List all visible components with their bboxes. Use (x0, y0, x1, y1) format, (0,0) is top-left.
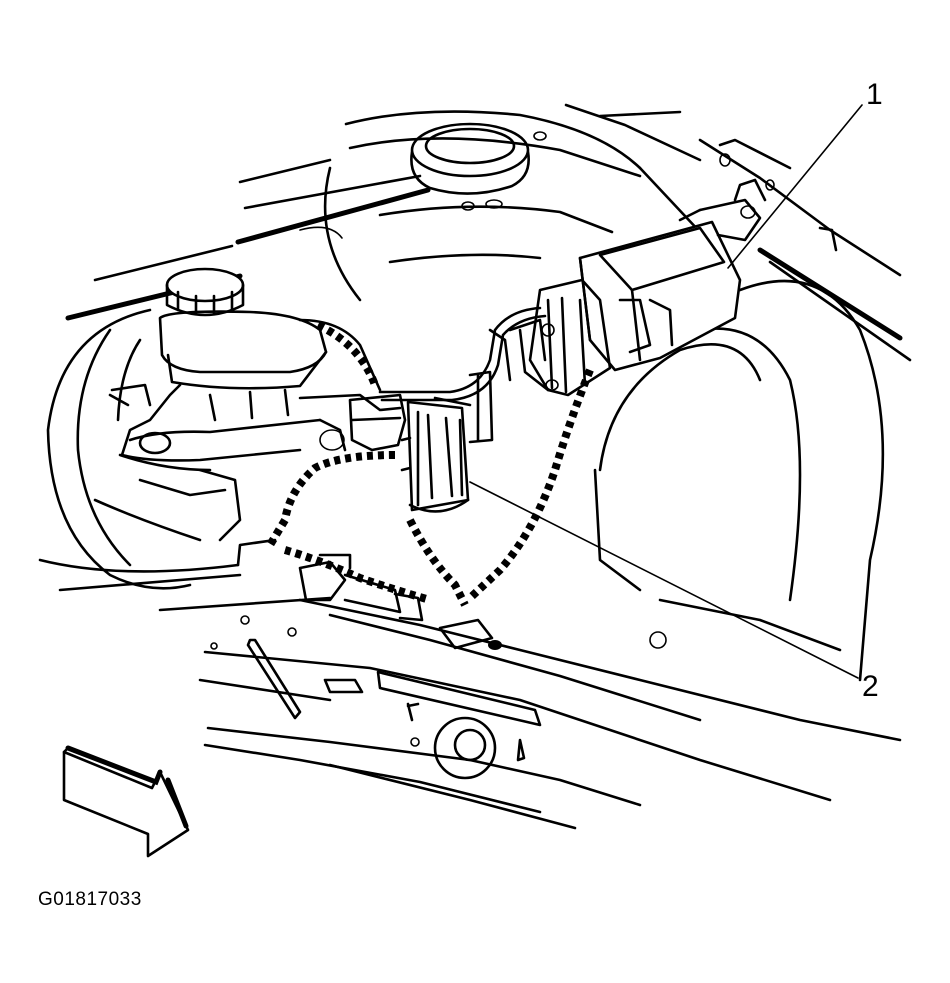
leader-line-2 (469, 481, 859, 679)
leader-lines (469, 104, 863, 679)
strut-tower (410, 122, 547, 211)
harness-connector (400, 400, 470, 513)
brake-line (378, 306, 547, 402)
brake-booster (46, 308, 212, 590)
front-direction-arrow-icon (62, 745, 190, 858)
cowl-body-lines (65, 103, 702, 321)
callout-label-2: 2 (862, 670, 879, 703)
callout-label-1: 1 (866, 78, 883, 111)
control-module (488, 178, 767, 397)
figure-id: G01817033 (38, 889, 142, 910)
lower-apron (38, 538, 902, 830)
fender-wheel-well (593, 138, 912, 682)
master-cylinder (110, 267, 402, 542)
leader-line-1 (727, 104, 863, 269)
lower-plug-ground (298, 553, 502, 650)
harness-bracket (348, 370, 494, 452)
